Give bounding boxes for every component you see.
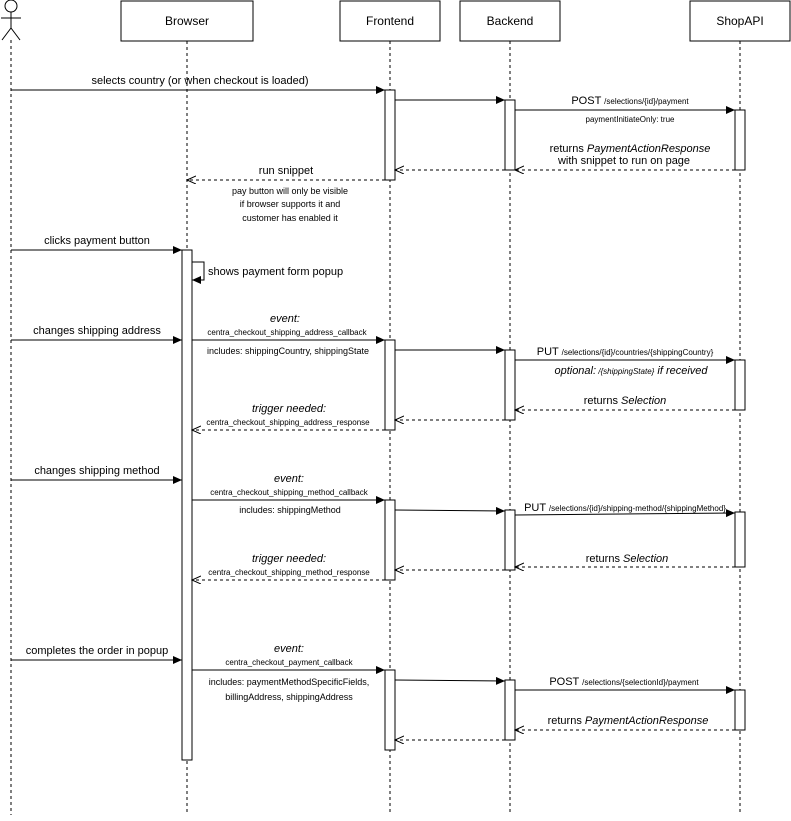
label-shows-payment-form-popup: shows payment form popup bbox=[208, 266, 343, 278]
label-post-selection-payment: POST /selections/{selectionId}/payment bbox=[549, 676, 699, 688]
label-post-payment: POST /selections/{id}/payment bbox=[571, 95, 689, 107]
label-put-shipping-method: PUT /selections/{id}/shipping-method/{sh… bbox=[524, 502, 726, 514]
label-shipping-method-response: centra_checkout_shipping_method_response bbox=[208, 568, 370, 577]
activation-shopapi-2 bbox=[734, 359, 746, 411]
label-selects-country: selects country (or when checkout is loa… bbox=[91, 75, 308, 87]
activation-backend-4 bbox=[504, 679, 516, 741]
arrow-put-shipping-method bbox=[514, 509, 736, 518]
label-payment-initiate-only: paymentInitiateOnly: true bbox=[586, 115, 675, 124]
participant-frontend: Frontend bbox=[339, 0, 441, 42]
participant-frontend-label: Frontend bbox=[366, 14, 414, 28]
label-trigger-needed-2: trigger needed: bbox=[252, 553, 326, 565]
activation-backend-2 bbox=[504, 349, 516, 421]
label-returns-selection-2: returns Selection bbox=[586, 553, 669, 565]
activation-backend-3 bbox=[504, 509, 516, 571]
label-shipping-address-callback: centra_checkout_shipping_address_callbac… bbox=[207, 328, 367, 337]
note-pay-button-line-3: customer has enabled it bbox=[242, 213, 338, 223]
label-includes-shipping-method: includes: shippingMethod bbox=[239, 505, 341, 515]
participant-backend: Backend bbox=[459, 0, 561, 42]
label-includes-addresses: billingAddress, shippingAddress bbox=[225, 692, 353, 702]
label-completes-order: completes the order in popup bbox=[26, 645, 168, 657]
label-payment-callback: centra_checkout_payment_callback bbox=[225, 658, 353, 667]
arrow-frontend-to-backend-4 bbox=[394, 676, 506, 685]
label-put-countries: PUT /selections/{id}/countries/{shipping… bbox=[537, 346, 714, 358]
label-clicks-payment-button: clicks payment button bbox=[44, 235, 150, 247]
label-with-snippet: with snippet to run on page bbox=[557, 155, 690, 167]
label-includes-payment-fields: includes: paymentMethodSpecificFields, bbox=[209, 677, 370, 687]
label-changes-shipping-address: changes shipping address bbox=[33, 325, 161, 337]
participant-browser-label: Browser bbox=[165, 14, 209, 28]
note-pay-button-line-2: if browser supports it and bbox=[240, 199, 341, 209]
participant-shopapi-label: ShopAPI bbox=[716, 14, 763, 28]
label-returns-selection-1: returns Selection bbox=[584, 395, 667, 407]
label-trigger-needed-1: trigger needed: bbox=[252, 403, 326, 415]
activation-frontend-2 bbox=[384, 339, 396, 431]
activation-frontend-4 bbox=[384, 669, 396, 751]
label-event-2: event: bbox=[274, 473, 304, 485]
activation-frontend-1 bbox=[384, 89, 396, 181]
activation-browser bbox=[181, 249, 193, 761]
label-returns-payment-action-1: returns PaymentActionResponse bbox=[550, 143, 711, 155]
label-event-1: event: bbox=[270, 313, 300, 325]
note-pay-button-line-1: pay button will only be visible bbox=[232, 186, 348, 196]
arrow-self-shows-popup bbox=[192, 261, 205, 284]
activation-shopapi-4 bbox=[734, 689, 746, 731]
label-shipping-method-callback: centra_checkout_shipping_method_callback bbox=[210, 488, 368, 497]
participant-browser: Browser bbox=[120, 0, 254, 42]
label-event-3: event: bbox=[274, 643, 304, 655]
activation-shopapi-1 bbox=[734, 109, 746, 171]
arrow-frontend-to-backend-3 bbox=[394, 506, 506, 515]
label-changes-shipping-method: changes shipping method bbox=[34, 465, 159, 477]
user-actor-icon bbox=[1, 0, 21, 41]
activation-frontend-3 bbox=[384, 499, 396, 581]
participant-backend-label: Backend bbox=[487, 14, 534, 28]
participant-shopapi: ShopAPI bbox=[689, 0, 791, 42]
label-shipping-address-response: centra_checkout_shipping_address_respons… bbox=[206, 418, 370, 427]
label-includes-shipping-country-state: includes: shippingCountry, shippingState bbox=[207, 346, 369, 356]
activation-backend-1 bbox=[504, 99, 516, 171]
activation-shopapi-3 bbox=[734, 511, 746, 568]
label-optional-shipping-state: optional: /{shippingState} if received bbox=[554, 365, 708, 377]
label-run-snippet: run snippet bbox=[259, 165, 313, 177]
label-returns-payment-action-2: returns PaymentActionResponse bbox=[548, 715, 709, 727]
